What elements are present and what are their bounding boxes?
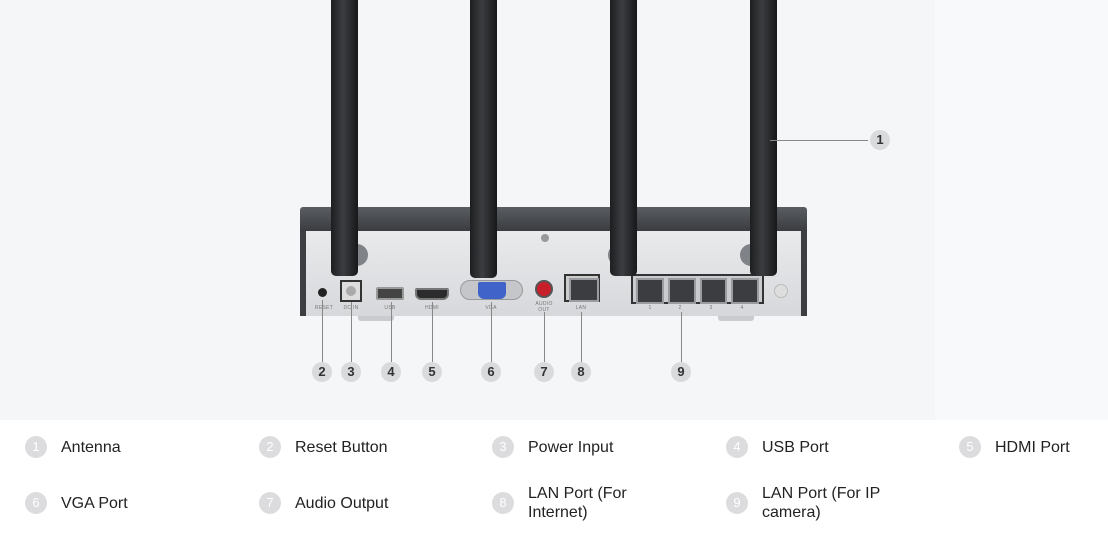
legend-number: 3 — [492, 436, 514, 458]
leader-line — [770, 140, 868, 141]
screw-icon — [541, 234, 549, 242]
leader-line — [322, 300, 323, 362]
dc-in-port — [340, 280, 362, 302]
antenna — [331, 0, 358, 276]
poe-port — [731, 278, 759, 304]
callout-4: 4 — [381, 362, 401, 382]
device-top — [300, 207, 807, 231]
legend-number: 8 — [492, 492, 514, 514]
reset-button — [318, 288, 327, 297]
legend-label: Antenna — [61, 438, 121, 456]
antenna — [610, 0, 637, 276]
legend-label: LAN Port (For IP camera) — [762, 485, 880, 521]
leader-line — [581, 312, 582, 362]
legend-label: USB Port — [762, 438, 829, 456]
legend-label: HDMI Port — [995, 438, 1070, 456]
poe1-label: 1 — [648, 305, 652, 311]
legend-number: 2 — [259, 436, 281, 458]
reset-label: RESET — [314, 305, 334, 311]
legend-item-antenna: 1 Antenna — [25, 436, 231, 458]
legend-item-power: 3 Power Input — [492, 436, 698, 458]
lan-port — [564, 274, 600, 302]
poe4-label: 4 — [740, 305, 744, 311]
callout-3: 3 — [341, 362, 361, 382]
leader-line — [351, 302, 352, 362]
poe-port — [667, 278, 696, 304]
legend-item-vga: 6 VGA Port — [25, 492, 231, 514]
legend-label: Reset Button — [295, 438, 388, 456]
leader-line — [544, 312, 545, 362]
foot — [718, 316, 754, 321]
legend-number: 7 — [259, 492, 281, 514]
callout-6: 6 — [481, 362, 501, 382]
legend-label: Power Input — [528, 438, 614, 456]
legend-number: 4 — [726, 436, 748, 458]
legend-item-usb: 4 USB Port — [726, 436, 932, 458]
antenna — [470, 0, 497, 278]
lan-label: LAN — [575, 305, 587, 311]
ground-icon — [774, 284, 788, 298]
usb-label: USB — [384, 305, 396, 311]
hdmi-label: HDMI — [412, 305, 452, 311]
hdmi-port — [415, 288, 449, 300]
audio-out-label: AUDIO OUT — [535, 301, 553, 313]
background-panel — [935, 0, 1108, 420]
callout-7: 7 — [534, 362, 554, 382]
usb-port — [376, 287, 404, 300]
legend-number: 5 — [959, 436, 981, 458]
poe-port — [699, 278, 728, 304]
poe3-label: 3 — [709, 305, 713, 311]
legend-label: VGA Port — [61, 494, 128, 512]
leader-line — [681, 312, 682, 362]
audio-out-port — [535, 280, 553, 298]
antenna — [750, 0, 777, 276]
legend-label: Audio Output — [295, 494, 389, 512]
legend-label: LAN Port (For Internet) — [528, 485, 627, 521]
callout-2: 2 — [312, 362, 332, 382]
vga-port — [460, 280, 523, 300]
poe-port — [636, 278, 664, 304]
dc-in-label: DC IN — [343, 305, 359, 311]
legend-item-audio: 7 Audio Output — [259, 492, 465, 514]
legend-item-hdmi: 5 HDMI Port — [959, 436, 1108, 458]
foot — [358, 316, 394, 321]
leader-line — [391, 302, 392, 362]
legend-number: 9 — [726, 492, 748, 514]
callout-9: 9 — [671, 362, 691, 382]
legend-item-reset: 2 Reset Button — [259, 436, 465, 458]
callout-5: 5 — [422, 362, 442, 382]
leader-line — [491, 302, 492, 362]
leader-line — [432, 302, 433, 362]
legend-item-lan-internet: 8 LAN Port (For Internet) — [492, 484, 653, 522]
callout-8: 8 — [571, 362, 591, 382]
legend-item-lan-camera: 9 LAN Port (For IP camera) — [726, 484, 902, 522]
legend-number: 6 — [25, 492, 47, 514]
poe2-label: 2 — [678, 305, 682, 311]
callout-1: 1 — [870, 130, 890, 150]
poe-ports — [631, 274, 764, 304]
vga-label: VGA — [471, 305, 511, 311]
legend-number: 1 — [25, 436, 47, 458]
